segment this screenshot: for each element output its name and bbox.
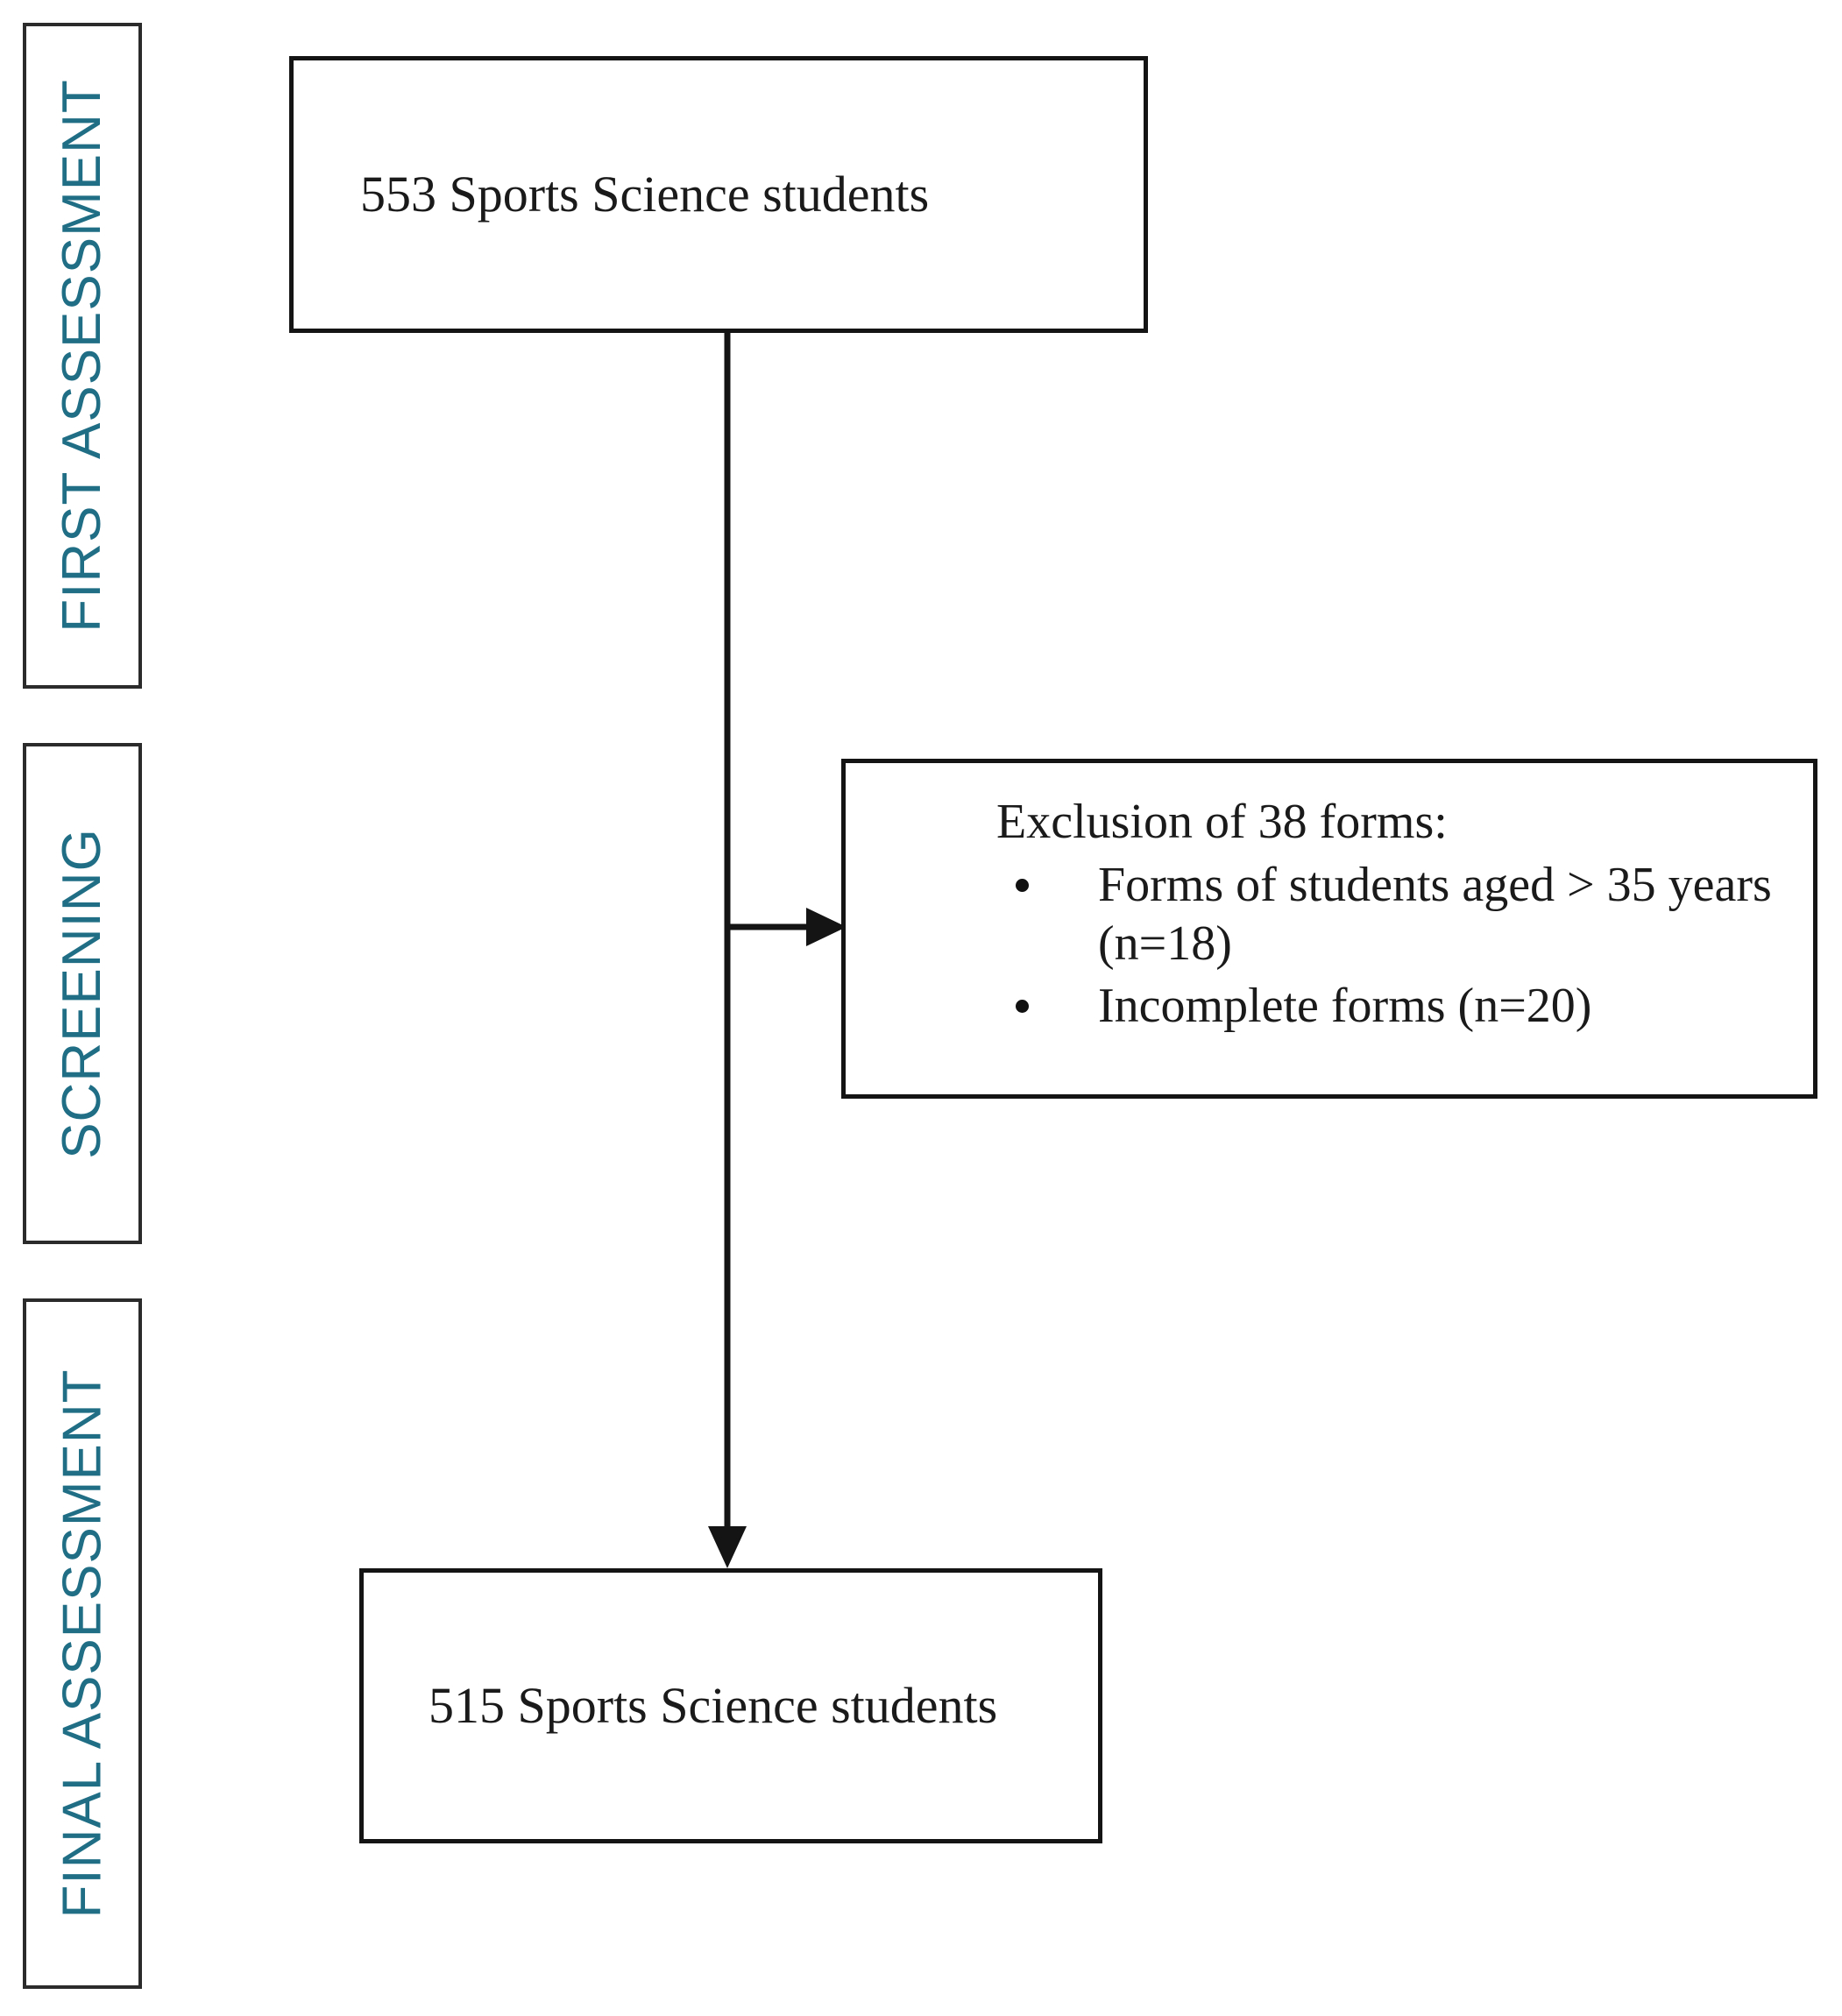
node-enrolled-students: 553 Sports Science students (289, 56, 1148, 333)
exclusion-reason-text: Incomplete forms (n=20) (1098, 979, 1592, 1034)
exclusion-reason-text: Forms of students aged > 35 years (n=18) (1098, 858, 1772, 972)
exclusion-reason-item: Forms of students aged > 35 years (n=18) (996, 856, 1796, 973)
node-final-label: 515 Sports Science students (429, 1676, 998, 1734)
node-exclusion: Exclusion of 38 forms: Forms of students… (841, 759, 1817, 1099)
bullet-icon (1016, 1000, 1029, 1014)
stage-label-screening: SCREENING (23, 743, 142, 1244)
exclusion-reason-item: Incomplete forms (n=20) (996, 977, 1796, 1036)
stage-label-final-assessment: FINAL ASSESSMENT (23, 1298, 142, 1989)
arrowhead-right-icon (806, 908, 847, 946)
stage-label-first-assessment: FIRST ASSESSMENT (23, 23, 142, 689)
exclusion-reason-list: Forms of students aged > 35 years (n=18)… (996, 856, 1796, 1036)
node-final-students: 515 Sports Science students (359, 1568, 1102, 1843)
node-enrolled-label: 553 Sports Science students (360, 165, 930, 223)
arrowhead-down-icon (708, 1526, 747, 1568)
bullet-icon (1016, 878, 1029, 892)
exclusion-title: Exclusion of 38 forms: (996, 795, 1448, 849)
exclusion-content: Exclusion of 38 forms: Forms of students… (846, 763, 1813, 1040)
